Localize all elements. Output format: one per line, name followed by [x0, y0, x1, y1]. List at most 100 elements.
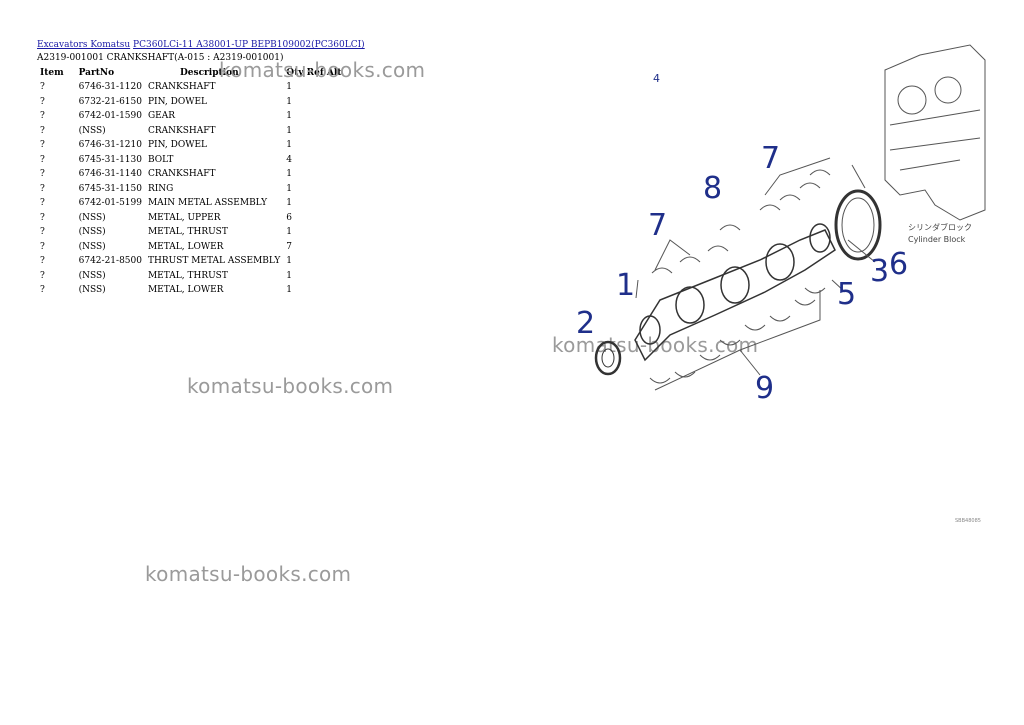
- row-qty: 1: [286, 169, 292, 180]
- row-qty: 1: [286, 227, 292, 238]
- row-partno: (NSS): [78, 241, 106, 252]
- row-item: ?: [40, 285, 45, 296]
- row-item: ?: [40, 256, 45, 267]
- row-item: ?: [40, 270, 45, 281]
- row-item: ?: [40, 125, 45, 136]
- crankshaft: [634, 223, 836, 362]
- row-item: ?: [40, 212, 45, 223]
- table-row: ? (NSS) METAL, LOWER 7: [37, 240, 344, 255]
- parts-table: Item PartNo Description Qty Ref Alt ?674…: [37, 66, 344, 298]
- table-row: ? 6732-21-6150 PIN, DOWEL 1: [37, 95, 344, 110]
- row-description: CRANKSHAFT: [147, 169, 216, 180]
- row-qty: 1: [286, 140, 292, 151]
- row-qty: 1: [286, 183, 292, 194]
- row-description: MAIN METAL ASSEMBLY: [147, 198, 268, 209]
- callout-5: 5: [837, 277, 856, 312]
- table-row: ? (NSS) CRANKSHAFT 1: [37, 124, 344, 139]
- table-row: ? 6742-21-8500 THRUST METAL ASSEMBLY 1: [37, 254, 344, 269]
- row-partno: (NSS): [78, 125, 106, 136]
- row-description: METAL, THRUST: [147, 227, 228, 238]
- row-partno: 6746-31-1140: [78, 169, 142, 180]
- callout-6: 6: [889, 247, 908, 282]
- row-item: ?: [40, 82, 45, 93]
- row-item: ?: [40, 111, 45, 122]
- cylinder-block-label-jp: シリンダブロック: [908, 222, 972, 232]
- callout-1: 1: [616, 268, 635, 303]
- row-description: THRUST METAL ASSEMBLY: [147, 256, 281, 267]
- row-item: ?: [40, 140, 45, 151]
- breadcrumb-link-category[interactable]: Excavators Komatsu: [37, 40, 131, 50]
- row-partno: 6745-31-1150: [78, 183, 142, 194]
- row-description: METAL, THRUST: [147, 270, 228, 281]
- row-partno: (NSS): [78, 285, 106, 296]
- cylinder-block-label-en: Cylinder Block: [908, 235, 966, 244]
- callout-2: 2: [576, 306, 595, 341]
- table-row: ? (NSS) METAL, LOWER 1: [37, 283, 344, 298]
- row-partno: 6746-31-1210: [78, 140, 142, 151]
- row-description: CRANKSHAFT: [147, 82, 216, 93]
- callout-7-lower: 7: [648, 208, 667, 243]
- row-qty: 1: [286, 198, 292, 209]
- page-subtitle: A2319-001001 CRANKSHAFT(A-015 : A2319-00…: [37, 53, 284, 63]
- callout-7-upper: 7: [761, 141, 780, 176]
- parts-table-header: Item PartNo Description Qty Ref Alt: [37, 66, 344, 80]
- row-partno: 6745-31-1130: [78, 154, 142, 165]
- table-row: ? 6746-31-1120 CRANKSHAFT 1: [37, 80, 344, 95]
- row-description: METAL, LOWER: [147, 285, 224, 296]
- row-item: ?: [40, 154, 45, 165]
- lower-bearings: [649, 287, 826, 391]
- row-description: GEAR: [147, 111, 176, 122]
- breadcrumb: Excavators Komatsu PC360LCi-11 A38001-UP…: [37, 40, 365, 50]
- watermark: komatsu-books.com: [187, 374, 394, 398]
- row-qty: 6: [286, 212, 292, 223]
- row-qty: 7: [286, 241, 292, 252]
- watermark: komatsu-books.com: [145, 562, 352, 586]
- figure-id: SBB48085: [955, 518, 981, 524]
- crankshaft-exploded-diagram: 4 7 8 7 1 2 5 3 6 9 シリンダブロック Cylinder Bl…: [576, 44, 986, 406]
- row-qty: 1: [286, 285, 292, 296]
- row-partno: 6742-21-8500: [78, 256, 142, 267]
- row-qty: 1: [286, 96, 292, 107]
- row-item: ?: [40, 183, 45, 194]
- upper-bearings: [651, 157, 831, 274]
- row-qty: 1: [286, 125, 292, 136]
- row-description: BOLT: [147, 154, 174, 165]
- row-item: ?: [40, 169, 45, 180]
- table-row: ? 6745-31-1130 BOLT 4: [37, 153, 344, 168]
- table-row: ? 6742-01-5199 MAIN METAL ASSEMBLY 1: [37, 196, 344, 211]
- cylinder-block-outline: [884, 44, 986, 221]
- row-item: ?: [40, 96, 45, 107]
- row-qty: 1: [286, 111, 292, 122]
- row-description: METAL, LOWER: [147, 241, 224, 252]
- row-description: RING: [147, 183, 174, 194]
- table-row: ? 6745-31-1150 RING 1: [37, 182, 344, 197]
- row-qty: 1: [286, 256, 292, 267]
- watermark: komatsu-books.com: [552, 333, 759, 357]
- callout-8: 8: [703, 171, 722, 206]
- row-item: ?: [40, 241, 45, 252]
- row-partno: (NSS): [78, 227, 106, 238]
- breadcrumb-link-model[interactable]: PC360LCi-11 A38001-UP BEPB109002(PC360LC…: [133, 40, 365, 50]
- row-qty: 1: [286, 82, 292, 93]
- row-qty: 4: [286, 154, 292, 165]
- header-item: Item: [40, 68, 64, 78]
- row-partno: 6742-01-5199: [78, 198, 142, 209]
- row-description: CRANKSHAFT: [147, 125, 216, 136]
- row-partno: 6746-31-1120: [78, 82, 142, 93]
- ring-gear: [834, 189, 882, 261]
- header-description: Description: [179, 68, 239, 78]
- row-partno: 6732-21-6150: [78, 96, 142, 107]
- callout-4: 4: [653, 72, 660, 85]
- row-description: METAL, UPPER: [147, 212, 221, 223]
- row-item: ?: [40, 198, 45, 209]
- row-partno: (NSS): [78, 212, 106, 223]
- header-qty: Qty Ref Alt: [286, 68, 342, 78]
- row-qty: 1: [286, 270, 292, 281]
- header-partno: PartNo: [78, 68, 115, 78]
- row-description: PIN, DOWEL: [147, 96, 207, 107]
